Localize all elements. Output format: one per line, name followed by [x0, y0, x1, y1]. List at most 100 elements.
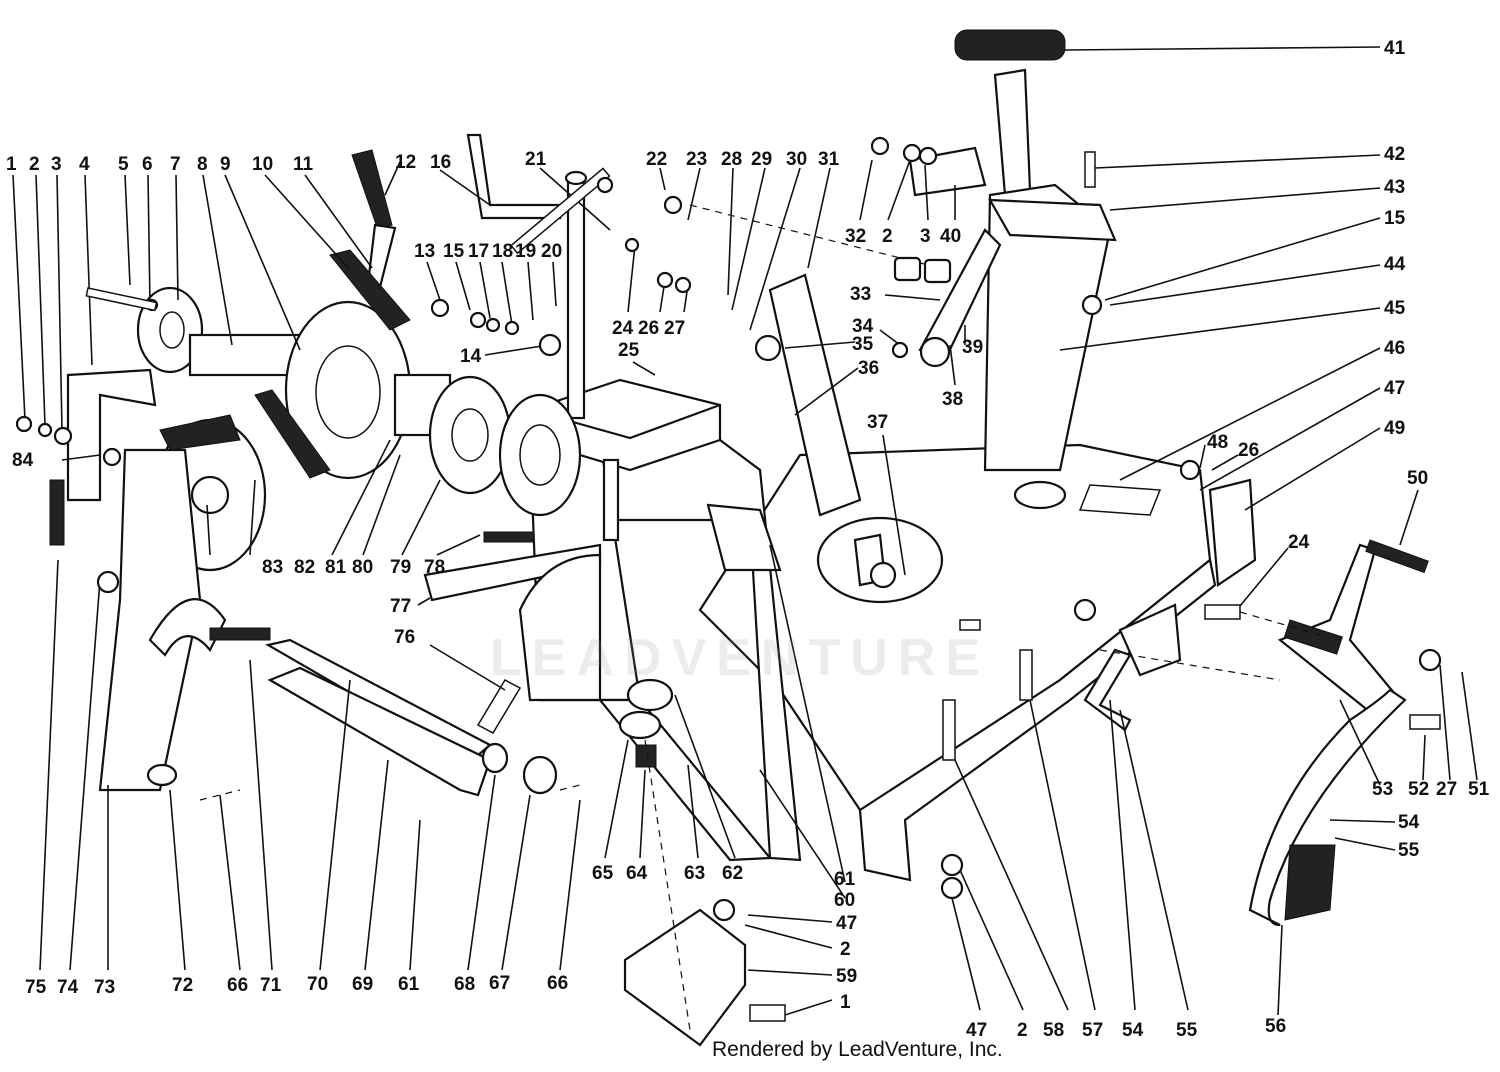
- callout-18: 18: [492, 241, 513, 262]
- flange-plate-hub: [159, 311, 185, 349]
- nut: [1073, 598, 1097, 622]
- shaft: [188, 333, 302, 377]
- callout-57: 57: [1082, 1020, 1103, 1041]
- callout-26: 26: [638, 318, 659, 339]
- callout-66: 66: [227, 975, 248, 996]
- callout-52: 52: [1408, 779, 1429, 800]
- nut: [656, 271, 674, 289]
- callout-53: 53: [1372, 779, 1393, 800]
- callout-15: 15: [443, 241, 465, 262]
- nut: [663, 195, 683, 215]
- hub-pulley-center: [451, 408, 489, 462]
- callout-74: 74: [57, 977, 79, 998]
- lift-arm: [98, 448, 202, 792]
- drive-belt-lower: [254, 389, 331, 479]
- bracket-49: [1208, 478, 1257, 587]
- nut: [430, 298, 450, 318]
- bolt-52: [1409, 714, 1441, 730]
- callout-31: 31: [818, 149, 840, 170]
- callout-numbers: 1 2 3 4 5 6 7 8 9 10 11 12 13 15 17 18 1…: [6, 38, 1490, 1041]
- callout-66b: 66: [547, 973, 568, 994]
- callout-71: 71: [260, 975, 282, 996]
- spring-64: [635, 744, 657, 768]
- threaded-rod-lower: [602, 458, 620, 542]
- bushing-pair-a: [893, 256, 922, 282]
- callout-60: 60: [834, 890, 855, 911]
- lift-arm-hook: [148, 598, 227, 657]
- callout-55a: 55: [1176, 1020, 1198, 1041]
- callout-17: 17: [468, 241, 489, 262]
- latch-bracket: [706, 503, 782, 572]
- callout-2c: 2: [840, 939, 851, 960]
- callout-32: 32: [845, 226, 866, 247]
- support-plate-31: [768, 273, 862, 517]
- callout-8: 8: [197, 154, 208, 175]
- callout-3: 3: [51, 154, 62, 175]
- callout-15b: 15: [1384, 208, 1406, 229]
- frame-plate-marking: [1078, 484, 1162, 516]
- callout-26b: 26: [1238, 440, 1259, 461]
- callout-24b: 24: [1288, 532, 1310, 553]
- washer: [37, 422, 53, 438]
- pocket-bushing: [869, 561, 897, 589]
- callout-39: 39: [962, 337, 983, 358]
- bushing-68: [481, 742, 509, 774]
- watermark: LEADVENTURE: [490, 629, 991, 687]
- callout-76: 76: [394, 627, 415, 648]
- callout-44: 44: [1384, 254, 1406, 275]
- callout-80: 80: [352, 557, 373, 578]
- adjusting-rod: [209, 627, 271, 641]
- callout-1: 1: [6, 154, 17, 175]
- bolt-57: [1019, 649, 1033, 701]
- callout-5: 5: [118, 154, 129, 175]
- callout-40: 40: [940, 226, 961, 247]
- guard-bracket-59: [623, 908, 747, 1047]
- nut: [1179, 459, 1201, 481]
- callout-61: 61: [398, 974, 420, 995]
- washer-62: [626, 678, 674, 712]
- channel-bar: [267, 666, 492, 797]
- nut: [1081, 294, 1103, 316]
- callout-37: 37: [867, 412, 888, 433]
- bolt-42: [1084, 151, 1096, 188]
- callout-59: 59: [836, 966, 857, 987]
- callout-67: 67: [489, 973, 510, 994]
- callout-29: 29: [751, 149, 772, 170]
- nut: [96, 570, 120, 594]
- pedal-grip-50: [1365, 539, 1429, 574]
- callout-45: 45: [1384, 298, 1406, 319]
- callout-56: 56: [1265, 1016, 1286, 1037]
- callout-10: 10: [252, 154, 273, 175]
- washer: [940, 853, 964, 877]
- callout-79: 79: [390, 557, 411, 578]
- callout-46: 46: [1384, 338, 1405, 359]
- callout-63: 63: [684, 863, 705, 884]
- nut: [712, 898, 736, 922]
- hardware: [15, 136, 1442, 1022]
- callout-27b: 27: [1436, 779, 1457, 800]
- callout-47a: 47: [1384, 378, 1405, 399]
- column-side-plate: [597, 698, 773, 862]
- callout-42: 42: [1384, 144, 1405, 165]
- link-20: [510, 167, 611, 255]
- callout-12: 12: [395, 152, 416, 173]
- callout-21: 21: [525, 149, 547, 170]
- large-pulley-hub: [315, 345, 381, 439]
- washer-72: [146, 763, 178, 787]
- callout-4: 4: [79, 154, 90, 175]
- threaded-rod: [566, 176, 586, 420]
- bolt-24: [1204, 604, 1241, 620]
- nut: [504, 320, 520, 336]
- shift-lever: [993, 68, 1032, 197]
- callout-16: 16: [430, 152, 451, 173]
- callout-47c: 47: [966, 1020, 987, 1041]
- callout-20: 20: [541, 241, 562, 262]
- small-pulley-center: [519, 424, 561, 486]
- washer-65: [618, 710, 662, 740]
- pedal-pad: [1283, 619, 1343, 655]
- nut: [596, 176, 614, 194]
- nut: [624, 237, 640, 253]
- callout-30: 30: [786, 149, 807, 170]
